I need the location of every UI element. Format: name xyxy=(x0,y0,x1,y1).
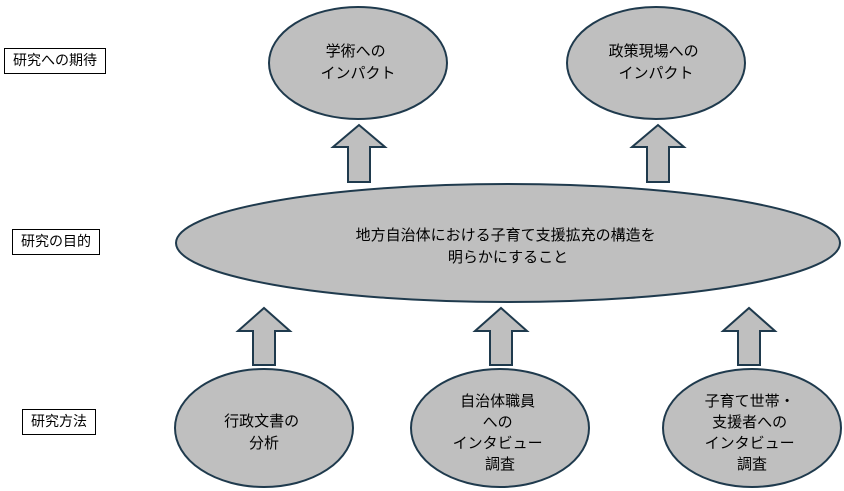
staff-interview-line: への xyxy=(483,413,513,431)
arrow-up-staff xyxy=(472,306,530,366)
document-analysis-line: 分析 xyxy=(249,434,279,452)
academic-impact-line: 学術への xyxy=(326,42,386,60)
arrow-up-document xyxy=(235,306,293,366)
document-analysis-line: 行政文書の xyxy=(224,412,299,430)
research-purpose-text: 地方自治体における子育て支援拡充の構造を 明らかにすること xyxy=(356,226,661,266)
arrow-up-family xyxy=(720,306,778,366)
academic-impact-node xyxy=(268,6,448,120)
family-interview-line: 子育て世帯・ xyxy=(705,392,795,410)
row-label-expectation: 研究への期待 xyxy=(4,48,106,74)
academic-impact-line: インパクト xyxy=(320,64,395,82)
family-interview-text: 子育て世帯・ 支援者への インタビュー 調査 xyxy=(705,392,800,473)
row-label-purpose: 研究の目的 xyxy=(12,229,100,255)
arrow-up-policy xyxy=(629,123,687,183)
staff-interview-line: 調査 xyxy=(485,455,515,473)
family-interview-line: 支援者への xyxy=(712,413,787,431)
staff-interview-text: 自治体職員 への インタビュー 調査 xyxy=(453,392,548,473)
policy-impact-line: 政策現場への xyxy=(609,42,699,60)
research-purpose-node xyxy=(175,183,841,303)
row-label-method: 研究方法 xyxy=(22,409,96,435)
family-interview-line: インタビュー xyxy=(705,434,795,452)
policy-impact-text: 政策現場への インパクト xyxy=(609,42,704,82)
staff-interview-node xyxy=(410,368,590,488)
research-purpose-line: 地方自治体における子育て支援拡充の構造を xyxy=(356,226,656,244)
family-interview-node xyxy=(662,368,842,488)
staff-interview-line: インタビュー xyxy=(453,434,543,452)
policy-impact-line: インパクト xyxy=(618,64,693,82)
research-purpose-line: 明らかにすること xyxy=(448,248,568,266)
academic-impact-text: 学術への インパクト xyxy=(320,42,395,82)
policy-impact-node xyxy=(566,6,746,120)
family-interview-line: 調査 xyxy=(737,455,767,473)
document-analysis-node xyxy=(174,368,354,488)
document-analysis-text: 行政文書の 分析 xyxy=(224,412,304,452)
staff-interview-line: 自治体職員 xyxy=(460,392,535,410)
arrow-up-academic xyxy=(330,123,388,183)
